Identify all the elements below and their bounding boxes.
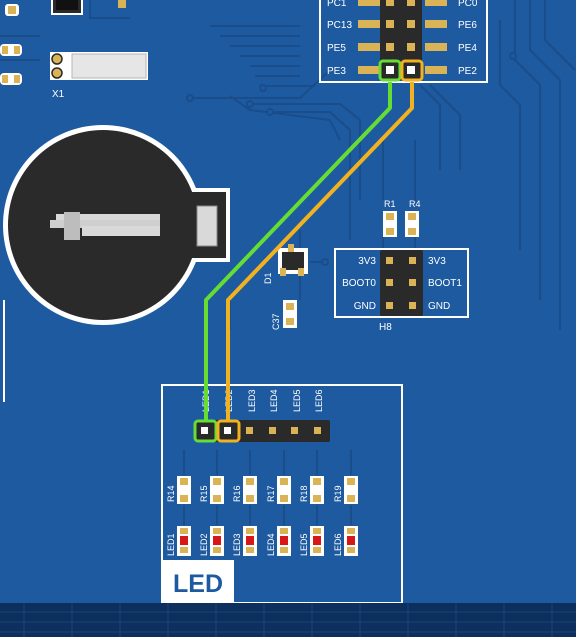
diode-label: D1 — [263, 272, 273, 284]
header-top-label-left-1: PC13 — [327, 20, 352, 31]
led2-label: LED2 — [199, 533, 209, 556]
copper-traces — [0, 0, 576, 525]
boot-label-left-1: BOOT0 — [342, 278, 376, 289]
led-header-label-5: LED5 — [292, 389, 302, 412]
boot-header-pins — [386, 257, 416, 309]
header-top-label-left-0: PC1 — [327, 0, 347, 9]
vias — [186, 52, 517, 266]
led6-label: LED6 — [333, 533, 343, 556]
resistor-r19-label: R19 — [333, 485, 343, 502]
bottom-strip — [0, 603, 576, 637]
led-title-box — [162, 560, 234, 603]
header-top-label-right-0: PC0 — [458, 0, 478, 9]
header-top-label-right-1: PE6 — [458, 20, 477, 31]
battery-holder — [3, 125, 230, 325]
led-header-label-4: LED4 — [269, 389, 279, 412]
smd-pads-left — [0, 44, 22, 85]
led1-pin-highlight — [193, 419, 218, 443]
led5-label: LED5 — [299, 533, 309, 556]
diode-d1: D1 — [263, 244, 308, 284]
resistor-r4-label: R4 — [409, 199, 421, 209]
resistor-r15-label: R15 — [199, 485, 209, 502]
top-connector — [5, 0, 126, 16]
resistor-r16-label: R16 — [232, 485, 242, 502]
capacitor-label: C37 — [271, 313, 281, 330]
led4-label: LED4 — [266, 533, 276, 556]
resistor-r17-label: R17 — [266, 485, 276, 502]
led-header — [196, 420, 330, 442]
header-top-label-left-2: PE5 — [327, 43, 346, 54]
boot-header: 3V3 BOOT0 GND 3V3 BOOT1 GND H8 — [334, 248, 469, 333]
crystal-label: X1 — [52, 89, 65, 100]
jumper-wire-orange — [226, 82, 414, 420]
led2-pin-highlight — [216, 419, 241, 443]
resistor-r14-label: R14 — [166, 485, 176, 502]
resistors-top: R1 R4 — [383, 199, 421, 237]
boot-header-label: H8 — [379, 322, 392, 333]
led-resistors — [177, 476, 358, 504]
boot-label-right-0: 3V3 — [428, 256, 446, 267]
jumper-wire-green — [204, 82, 392, 420]
header-top-label-right-3: PE2 — [458, 66, 477, 77]
resistor-r18-label: R18 — [299, 485, 309, 502]
led-header-pins — [201, 427, 321, 434]
resistor-r1-label: R1 — [384, 199, 396, 209]
led1-label: LED1 — [166, 533, 176, 556]
header-top-label-right-2: PE4 — [458, 43, 477, 54]
highlight-rings — [193, 59, 424, 443]
jumper-wires — [204, 82, 414, 420]
boot-label-right-1: BOOT1 — [428, 278, 462, 289]
boot-label-left-2: GND — [354, 301, 376, 312]
led3-label: LED3 — [232, 533, 242, 556]
pe3-highlight — [378, 59, 402, 82]
capacitor-c37: C37 — [271, 300, 297, 330]
led-header-label-3: LED3 — [247, 389, 257, 412]
crystal-x1: X1 — [50, 52, 148, 100]
header-top-label-left-3: PE3 — [327, 66, 346, 77]
boot-label-right-2: GND — [428, 301, 450, 312]
led-header-label-6: LED6 — [314, 389, 324, 412]
boot-label-left-0: 3V3 — [358, 256, 376, 267]
header-top-pins — [358, 0, 447, 74]
pe2-highlight — [400, 59, 424, 82]
led-panel-title: LED — [173, 570, 223, 598]
leds — [177, 526, 358, 556]
